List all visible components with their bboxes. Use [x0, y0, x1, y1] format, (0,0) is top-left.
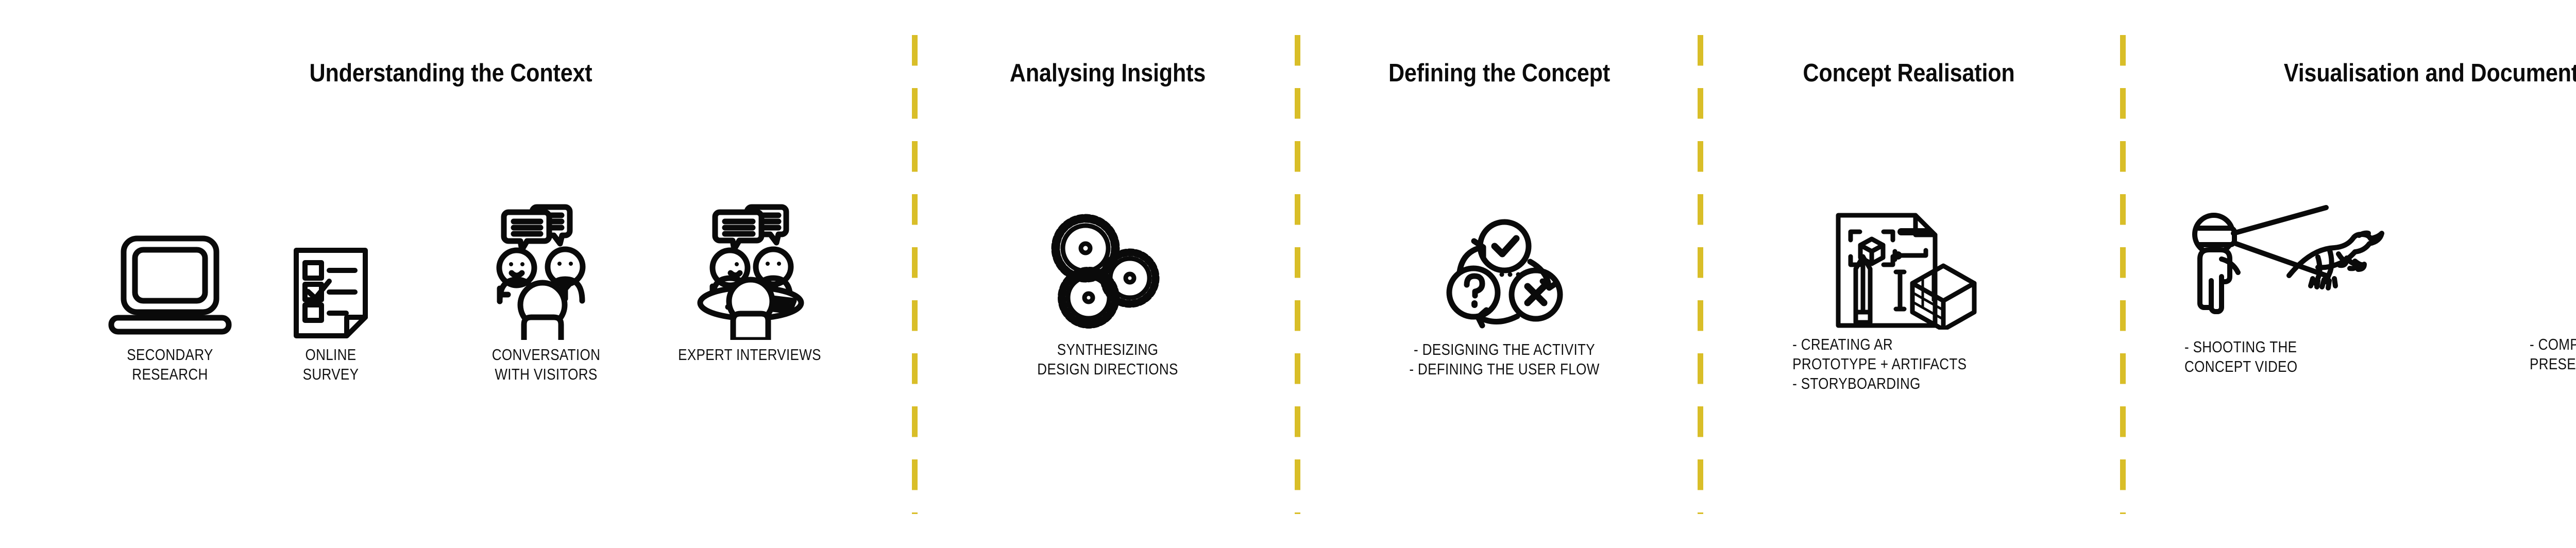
checklist-document-icon — [264, 227, 398, 340]
process-item-shooting-concept-video: - SHOOTING THE CONCEPT VIDEO — [2154, 198, 2432, 376]
section-divider-3 — [1698, 35, 1703, 514]
process-item-synthesizing-design-directions: SYNTHESIZING DESIGN DIRECTIONS — [999, 206, 1216, 379]
process-item-caption: SECONDARY RESEARCH — [127, 346, 213, 383]
section-title-concept-realisation: Concept Realisation — [1803, 59, 2015, 87]
filming-dinosaur-icon — [2154, 198, 2432, 332]
process-item-creating-ar-prototype: - CREATING AR PROTOTYPE + ARTIFACTS - ST… — [1757, 201, 2050, 393]
three-gears-icon — [999, 206, 1216, 335]
section-divider-2 — [1295, 35, 1300, 514]
process-item-expert-interviews: EXPERT INTERVIEWS — [659, 191, 840, 365]
process-item-caption: ONLINE SURVEY — [302, 346, 359, 383]
process-item-caption: - SHOOTING THE CONCEPT VIDEO — [2184, 338, 2298, 375]
people-round-table-icon — [659, 191, 840, 340]
process-item-caption: CONVERSATION WITH VISITORS — [492, 346, 601, 383]
people-speech-bubbles-icon — [453, 191, 639, 340]
ar-blueprint-icon — [1757, 201, 2050, 330]
process-item-caption: - COMPILING PROCESS AND PRESENTATION — [2530, 335, 2576, 373]
process-item-online-survey: ONLINE SURVEY — [264, 227, 398, 384]
laptop-icon — [88, 227, 252, 340]
section-title-defining-the-concept: Defining the Concept — [1388, 59, 1611, 87]
process-item-caption: EXPERT INTERVIEWS — [678, 346, 821, 364]
process-item-secondary-research: SECONDARY RESEARCH — [88, 227, 252, 384]
process-item-conversation-with-visitors: CONVERSATION WITH VISITORS — [453, 191, 639, 384]
section-title-understanding-the-context: Understanding the Context — [309, 59, 592, 87]
section-divider-4 — [2120, 35, 2126, 514]
section-title-visualisation-and-documentation: Visualisation and Documentation — [2283, 59, 2576, 87]
documents-pencil-icon — [2494, 206, 2576, 330]
process-item-compiling-process-and-presentation: - COMPILING PROCESS AND PRESENTATION — [2494, 206, 2576, 374]
process-item-caption: - CREATING AR PROTOTYPE + ARTIFACTS - ST… — [1792, 335, 1967, 392]
process-item-caption: SYNTHESIZING DESIGN DIRECTIONS — [1037, 340, 1178, 378]
section-title-analysing-insights: Analysing Insights — [1009, 59, 1206, 87]
iteration-cycle-icon — [1360, 206, 1649, 335]
process-item-defining-activity-and-user-flow: - DESIGNING THE ACTIVITY - DEFINING THE … — [1360, 206, 1649, 379]
section-divider-1 — [912, 35, 918, 514]
process-item-caption: - DESIGNING THE ACTIVITY - DEFINING THE … — [1409, 340, 1600, 378]
